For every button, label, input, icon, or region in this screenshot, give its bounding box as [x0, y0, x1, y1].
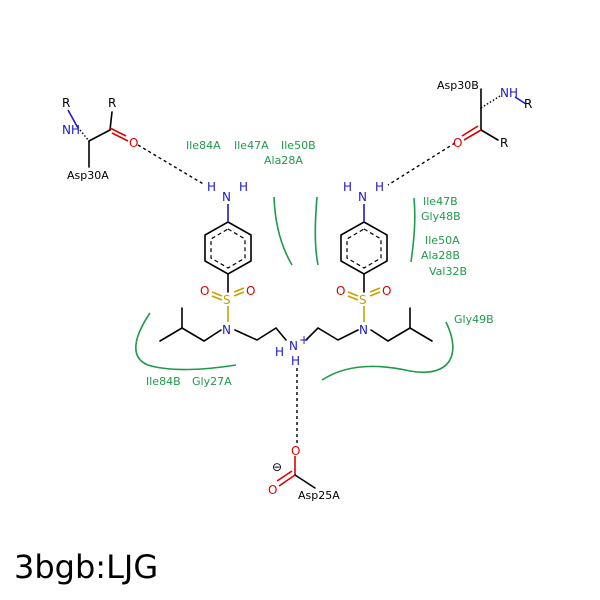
structure-title: 3bgb:LJG: [14, 548, 159, 586]
sulfonyl-o-right-1: O: [336, 284, 345, 298]
sulfur-right: S: [359, 293, 367, 307]
ammonium-charge: +: [299, 333, 309, 347]
residue-asp25a: Asp25A: [298, 489, 340, 502]
right-benzene-ring: [340, 204, 388, 293]
r-group-4: R: [500, 136, 508, 150]
asp25a-o-2: O: [268, 483, 277, 497]
residue-ile84a: Ile84A: [186, 139, 221, 152]
linker-chain: [159, 307, 433, 342]
sulfonyl-o-left-1: O: [200, 284, 209, 298]
sulfonamide-n-right: N: [359, 323, 368, 337]
hbond-asp30b: [387, 142, 456, 186]
asp25a-fragment: [276, 456, 316, 489]
sulfur-left: S: [223, 293, 231, 307]
residue-asp30a: Asp30A: [67, 169, 109, 182]
hydrophobic-arc-right-top: [410, 197, 416, 263]
asp30b-o: O: [453, 136, 462, 150]
sulfonyl-bonds: [211, 287, 381, 322]
asp30b-h: H: [509, 86, 518, 100]
ammonium-h-1: H: [275, 345, 284, 359]
amine-n-left: N: [222, 190, 231, 204]
amine-h-right-2: H: [375, 180, 384, 194]
residue-ile50b: Ile50B: [281, 139, 316, 152]
ammonium-h-2: H: [291, 354, 300, 368]
r-group-2: R: [108, 96, 116, 110]
r-group-1: R: [62, 96, 70, 110]
hydrophobic-arc-right-bottom: [321, 321, 454, 381]
residue-ile47a: Ile47A: [234, 139, 269, 152]
asp30b-fragment: [461, 88, 527, 141]
sulfonyl-o-right-2: O: [382, 284, 391, 298]
residue-gly49b: Gly49B: [454, 313, 494, 326]
left-benzene-ring: [204, 204, 252, 293]
residue-gly27a: Gly27A: [192, 375, 232, 388]
residue-ala28b: Ala28B: [421, 249, 460, 262]
residue-val32b: Val32B: [429, 265, 467, 278]
atom-labels: H N H H N H S O O N S O O N H N + H R N …: [62, 86, 532, 497]
sulfonamide-n-left: N: [222, 323, 231, 337]
residue-labels: Asp30A Asp30B Asp25A Ile84A Ile47A Ile50…: [67, 79, 494, 502]
residue-ile47b: Ile47B: [423, 195, 458, 208]
amine-h-right-1: H: [343, 180, 352, 194]
residue-ala28a: Ala28A: [264, 154, 303, 167]
residue-asp30b: Asp30B: [437, 79, 479, 92]
asp30b-n: N: [500, 86, 509, 100]
hydrophobic-arc-mid-top: [314, 196, 319, 266]
ammonium-n: N: [289, 339, 298, 353]
r-group-3: R: [524, 97, 532, 111]
sulfonyl-o-left-2: O: [246, 284, 255, 298]
hydrophobic-arc-left-top: [273, 196, 293, 266]
hydrophobic-arc-left-bottom: [135, 312, 237, 371]
asp25a-o-1: O: [291, 444, 300, 458]
residue-ile84b: Ile84B: [146, 375, 181, 388]
hydrogen-bonds: [137, 142, 456, 446]
asp30a-n: N: [62, 123, 71, 137]
asp30a-o: O: [129, 136, 138, 150]
carboxylate-charge: ⊖: [272, 460, 282, 474]
asp30a-fragment: [67, 109, 129, 168]
hbond-asp30a: [137, 144, 206, 186]
residue-ile50a: Ile50A: [425, 234, 460, 247]
amine-h-left-2: H: [239, 180, 248, 194]
hydrophobic-contacts: [135, 196, 454, 381]
asp30a-h: H: [71, 123, 80, 137]
amine-n-right: N: [358, 190, 367, 204]
amine-h-left-1: H: [207, 180, 216, 194]
residue-gly48b: Gly48B: [421, 210, 461, 223]
